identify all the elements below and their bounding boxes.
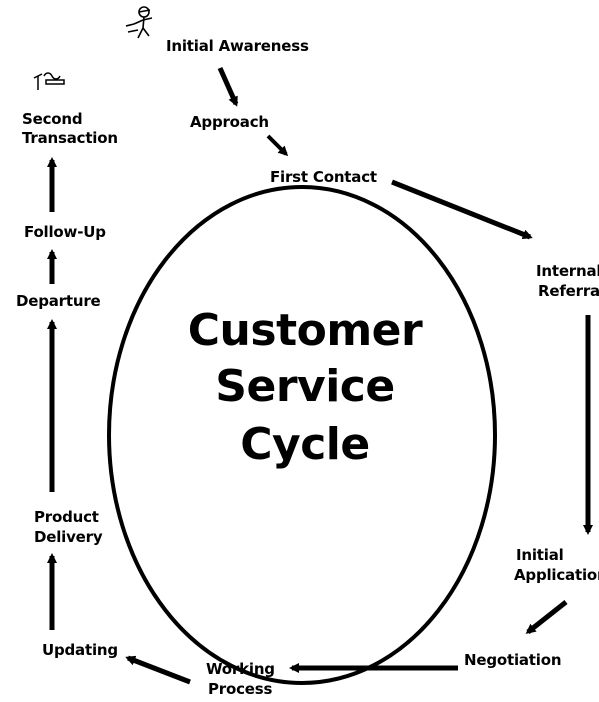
- arrow-working-to-updating: [125, 655, 191, 685]
- stage-updating: Updating: [42, 641, 118, 659]
- stage-departure: Departure: [16, 292, 101, 310]
- stage-initial-application-line-2: Application: [514, 566, 599, 584]
- stage-second-transaction-line-2: Transaction: [22, 129, 118, 147]
- cycle-title-line-2: Service: [215, 361, 395, 412]
- stage-follow-up: Follow-Up: [24, 223, 106, 241]
- stage-approach: Approach: [190, 113, 269, 131]
- arrow-approach-to-first-contact: [266, 134, 289, 157]
- stage-initial-application-line-1: Initial: [516, 546, 564, 564]
- arrow-awareness-to-approach: [217, 66, 239, 107]
- stage-internal-referral-line-1: Internal: [536, 262, 599, 280]
- stage-negotiation: Negotiation: [464, 651, 562, 669]
- stage-first-contact: First Contact: [270, 168, 377, 186]
- cycle-arrows: [47, 66, 593, 685]
- person-figure-icon: [125, 6, 153, 39]
- cycle-circle: [107, 185, 497, 685]
- cycle-title-line-1: Customer: [187, 305, 423, 356]
- arrow-first-contact-to-referral: [391, 179, 533, 240]
- stage-working-process-line-1: Working: [206, 660, 275, 678]
- cycle-title-line-3: Cycle: [240, 419, 370, 470]
- stage-working-process-line-2: Process: [208, 680, 273, 698]
- stage-product-delivery-line-2: Delivery: [34, 528, 103, 546]
- stage-second-transaction-line-1: Second: [22, 110, 83, 128]
- stage-internal-referral-line-2: Referral: [538, 282, 599, 300]
- stage-product-delivery-line-1: Product: [34, 508, 99, 526]
- stage-initial-awareness: Initial Awareness: [166, 37, 309, 55]
- signpost-figure-icon: [33, 72, 65, 90]
- arrow-application-to-negotiation: [525, 600, 568, 634]
